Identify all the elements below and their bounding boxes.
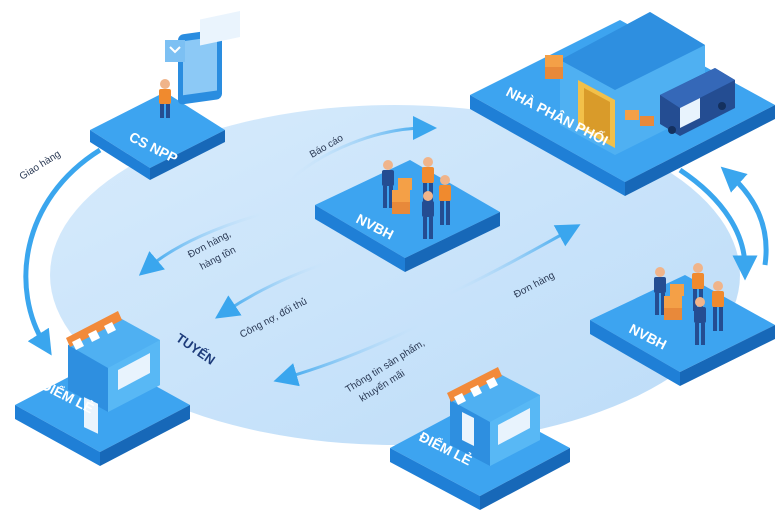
flow-arrows [23,116,769,387]
arrow-npp-to-nvbh [678,167,758,281]
box-icon [392,178,412,214]
flow-label-giao-hang: Giao hàng [18,149,63,183]
truck-icon [660,68,735,136]
shop-icon [447,367,540,466]
arrow-bao-cao [283,116,437,187]
arrow-thong-tin [273,318,431,387]
shop-icon [66,311,160,434]
worker-icon [382,160,394,208]
nvbh-center-workers [382,157,451,239]
arrow-nvbh-to-npp [720,166,769,266]
tablet-icon [165,10,240,105]
arrow-don-hang [439,224,581,300]
arrow-don-hang-hang-ton [138,210,271,276]
nvbh-right-workers [654,263,724,345]
worker-icon [422,191,434,239]
worker-icon [694,297,706,345]
worker-icon [439,175,451,225]
arrow-cong-no [215,260,331,319]
arrow-giao-hang [23,147,102,356]
worker-icon [654,267,666,315]
box-icon [664,284,684,320]
worker-icon [712,281,724,331]
route-ellipse [50,105,740,445]
worker-icon [159,79,171,118]
platform-cs-npp [90,92,225,180]
platform-nvbh-right [590,275,775,386]
